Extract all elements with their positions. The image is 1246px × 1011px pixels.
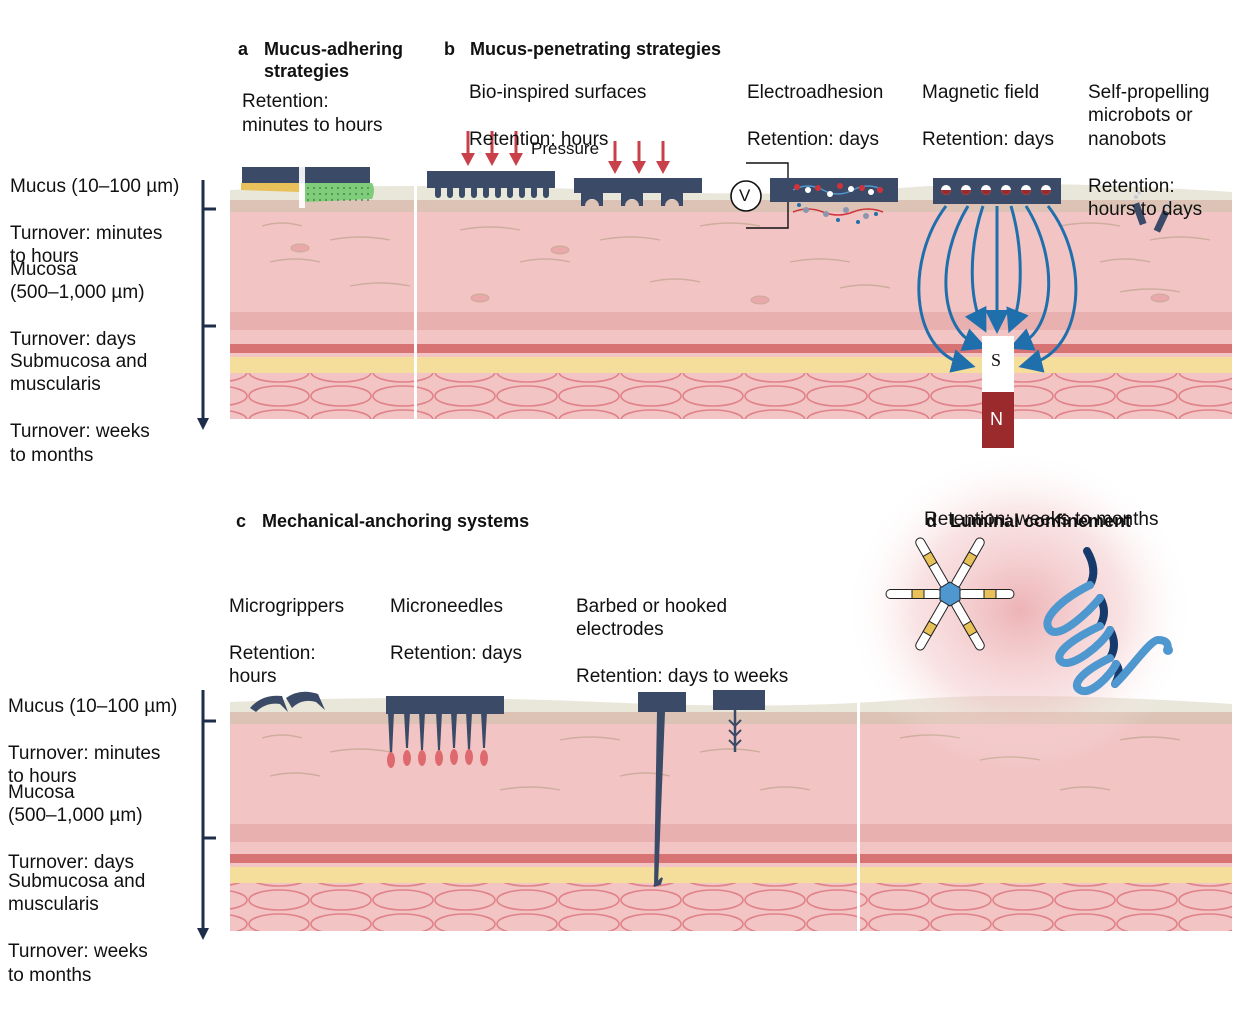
layer-label-mucosa-bottom: Mucosa (500–1,000 µm) Turnover: days bbox=[8, 757, 143, 898]
microgrippers-name: Microgrippers bbox=[229, 595, 345, 617]
magnetic-field-label: Magnetic field Retention: days bbox=[922, 57, 1054, 175]
star-shaped-device bbox=[885, 537, 1015, 651]
epithelium-layer bbox=[230, 200, 1232, 212]
layer-submucosa-turnover: Turnover: weeks to months bbox=[8, 941, 148, 986]
voltmeter-label: V bbox=[739, 186, 751, 205]
panel-d-letter: d bbox=[926, 511, 937, 531]
panel-a-letter: a bbox=[238, 39, 249, 59]
tissue-top bbox=[230, 178, 1232, 420]
panel-d-retention: Retention: weeks to months bbox=[924, 509, 1159, 530]
fat-band bbox=[230, 357, 1232, 373]
diagram-artwork bbox=[197, 131, 1232, 940]
muscle-band bbox=[230, 344, 1232, 353]
microgrippers-retention: Retention: hours bbox=[229, 642, 316, 688]
microneedles-retention: Retention: days bbox=[390, 642, 523, 664]
magnetic-device bbox=[933, 178, 1061, 204]
pressure-label: Pressure bbox=[531, 139, 600, 158]
layer-submucosa-turnover: Turnover: weeks to months bbox=[10, 421, 150, 466]
magnetic-field-name: Magnetic field bbox=[922, 81, 1040, 103]
layer-label-mucus-top: Mucus (10–100 µm) Turnover: minutes to h… bbox=[10, 151, 179, 292]
layer-mucus-name: Mucus (10–100 µm) bbox=[8, 695, 178, 717]
hooked-electrode bbox=[638, 692, 686, 887]
layer-submucosa-name: Submucosa and muscularis bbox=[10, 350, 148, 396]
panel-divider bbox=[857, 690, 860, 932]
panel-d-title: Luminal confinement bbox=[950, 511, 1132, 531]
voltmeter-icon bbox=[730, 180, 762, 212]
panel-divider bbox=[414, 178, 417, 420]
panel-b-letter: b bbox=[444, 39, 455, 59]
microgrippers-label: Microgrippers Retention: hours bbox=[229, 571, 344, 712]
barbed-electrodes-label: Barbed or hooked electrodes Retention: d… bbox=[576, 571, 788, 712]
microneedles-name: Microneedles bbox=[390, 595, 503, 617]
pressure-arrows bbox=[461, 131, 670, 174]
electroadhesion-retention: Retention: days bbox=[747, 128, 880, 150]
panel-c-title: Mechanical-anchoring systems bbox=[262, 511, 530, 531]
coil-device bbox=[1043, 547, 1173, 696]
mucoadhesive-device bbox=[241, 163, 374, 208]
layer-mucosa-turnover: Turnover: days bbox=[8, 852, 135, 873]
panel-b-header: b Mucus-penetrating strategies bbox=[444, 16, 721, 60]
microneedle-patch bbox=[386, 696, 504, 768]
panel-a-header: a Mucus-adhering strategies bbox=[238, 16, 403, 82]
barbed-electrodes-retention: Retention: days to weeks bbox=[576, 666, 789, 687]
layer-mucosa-turnover: Turnover: days bbox=[10, 329, 137, 350]
layer-label-mucosa-top: Mucosa (500–1,000 µm) Turnover: days bbox=[10, 234, 145, 375]
magnet-south-label: S bbox=[991, 350, 1002, 370]
magnet bbox=[982, 336, 1014, 448]
microneedles-label: Microneedles Retention: days bbox=[390, 571, 522, 689]
panel-b-title: Mucus-penetrating strategies bbox=[470, 39, 722, 59]
mucosa-layer bbox=[230, 212, 1232, 312]
muscularis-mucosae bbox=[230, 312, 1232, 330]
layer-mucosa-name: Mucosa (500–1,000 µm) bbox=[8, 781, 143, 827]
panel-a-retention: Retention: minutes to hours bbox=[242, 91, 383, 136]
electroadhesion-name: Electroadhesion bbox=[747, 81, 884, 103]
layer-submucosa-name: Submucosa and muscularis bbox=[8, 870, 146, 916]
microbots-retention: Retention: hours to days bbox=[1088, 175, 1203, 221]
layer-label-submucosa-top: Submucosa and muscularis Turnover: weeks… bbox=[10, 326, 150, 491]
layer-label-submucosa-bottom: Submucosa and muscularis Turnover: weeks… bbox=[8, 846, 148, 1011]
bio-inspired-device-2 bbox=[574, 178, 702, 206]
microbots-label: Self-propelling microbots or nanobots Re… bbox=[1088, 57, 1209, 245]
microbots bbox=[1132, 191, 1172, 233]
layer-label-mucus-bottom: Mucus (10–100 µm) Turnover: minutes to h… bbox=[8, 671, 177, 812]
layer-axis-top bbox=[197, 180, 216, 430]
electroadhesion-label: Electroadhesion Retention: days bbox=[747, 57, 883, 175]
bio-inspired-name: Bio-inspired surfaces bbox=[469, 81, 647, 103]
panel-c-header: c Mechanical-anchoring systems bbox=[236, 488, 529, 532]
layer-mucus-turnover: Turnover: minutes to hours bbox=[10, 222, 163, 268]
microgrippers bbox=[250, 691, 325, 712]
magnetic-field-lines bbox=[917, 205, 1078, 373]
muscle-cells bbox=[230, 373, 1232, 419]
glow-background bbox=[845, 450, 1195, 770]
panel-a-title: Mucus-adhering strategies bbox=[264, 39, 404, 81]
panel-c-letter: c bbox=[236, 511, 247, 531]
bio-inspired-retention: Retention: hours bbox=[469, 128, 609, 150]
barbed-electrode bbox=[713, 690, 765, 752]
bio-inspired-device-1 bbox=[427, 171, 555, 198]
magnetic-field-retention: Retention: days bbox=[922, 128, 1055, 150]
layer-mucus-name: Mucus (10–100 µm) bbox=[10, 175, 180, 197]
barbed-electrodes-name: Barbed or hooked electrodes bbox=[576, 595, 728, 641]
layer-axis-bottom bbox=[197, 690, 216, 940]
electroadhesion-device bbox=[730, 162, 898, 229]
layer-mucus-turnover: Turnover: minutes to hours bbox=[8, 742, 161, 788]
panel-d-header: d Luminal confinement bbox=[926, 488, 1131, 532]
layer-mucosa-name: Mucosa (500–1,000 µm) bbox=[10, 258, 145, 304]
microbots-name: Self-propelling microbots or nanobots bbox=[1088, 81, 1210, 150]
bio-inspired-label: Bio-inspired surfaces Retention: hours bbox=[469, 57, 646, 175]
magnet-north-label: N bbox=[990, 409, 1003, 429]
